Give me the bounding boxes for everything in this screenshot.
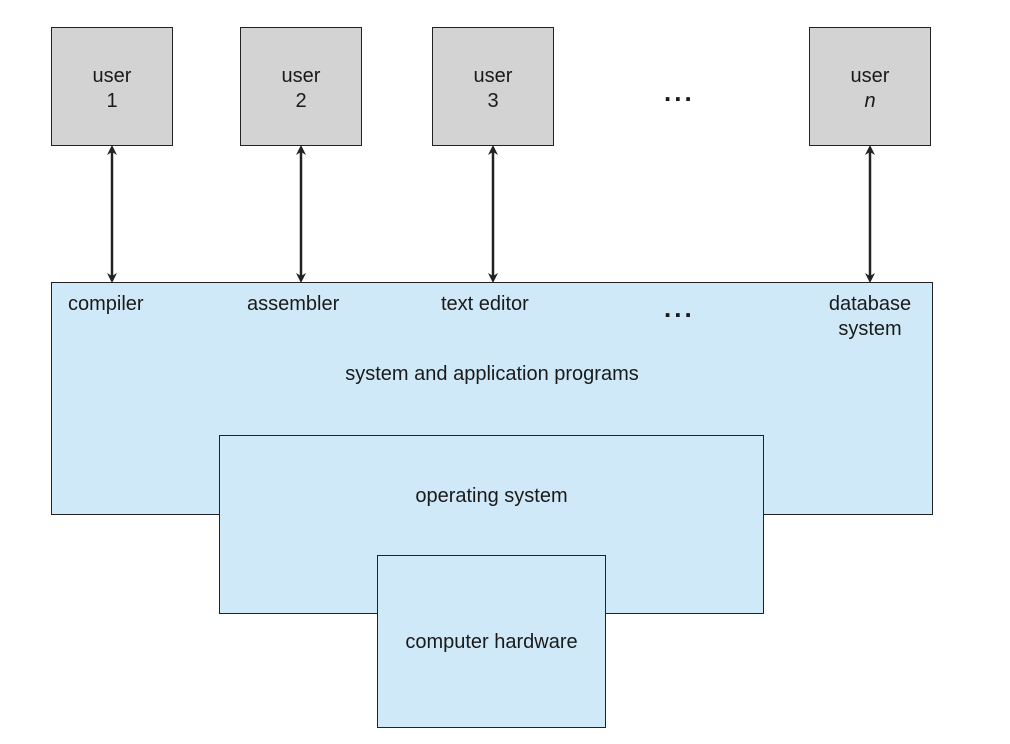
hardware-layer-label: computer hardware — [405, 631, 578, 653]
user-box-1: user 1 — [51, 27, 173, 146]
user-label: user — [850, 65, 890, 87]
user-label: user — [281, 65, 321, 87]
compiler-label: compiler — [68, 293, 144, 315]
os-layer-label: operating system — [415, 485, 568, 507]
user-number: n — [864, 90, 876, 112]
user-number: 1 — [106, 90, 118, 112]
user-number: 2 — [295, 90, 307, 112]
programs-ellipsis: ... — [664, 293, 695, 323]
programs-layer-label: system and application programs — [345, 363, 639, 385]
user-box-2: user 2 — [240, 27, 362, 146]
user-label: user — [473, 65, 513, 87]
hardware-layer-box — [377, 555, 606, 728]
database-label-line2: system — [838, 318, 902, 340]
assembler-label: assembler — [247, 293, 340, 315]
user-box-n: user n — [809, 27, 931, 146]
text-editor-label: text editor — [441, 293, 529, 315]
database-system-label: database system — [810, 292, 930, 342]
database-label-line1: database — [828, 293, 912, 315]
user-box-3: user 3 — [432, 27, 554, 146]
user-label: user — [92, 65, 132, 87]
users-ellipsis: ... — [664, 77, 695, 107]
user-number: 3 — [487, 90, 499, 112]
